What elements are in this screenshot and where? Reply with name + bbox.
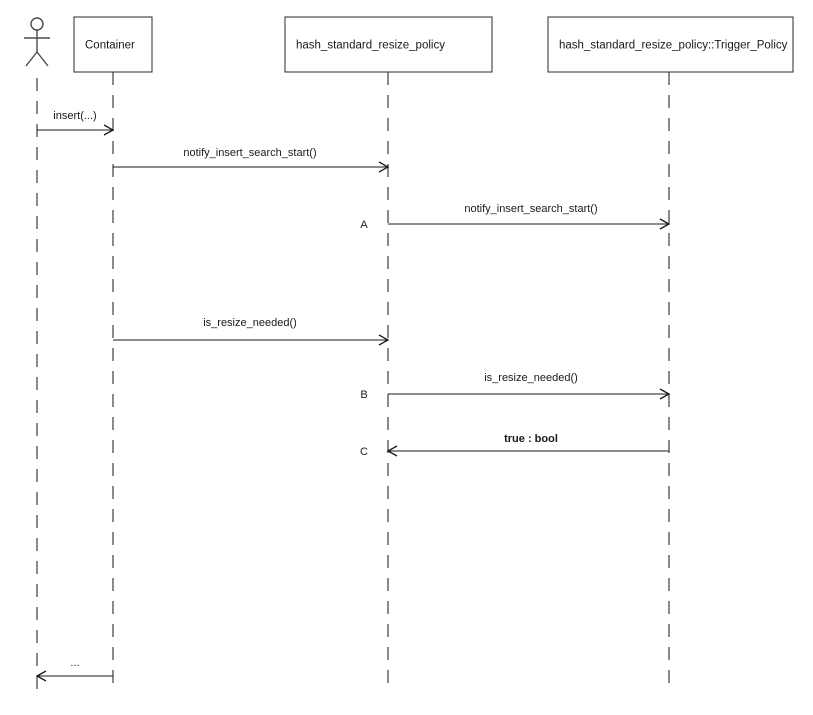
participant-boxes-layer: Container hash_standard_resize_policy hash… <box>73 16 794 73</box>
message-arrowhead-m6 <box>386 445 398 457</box>
message-m4[interactable]: is_resize_needed() <box>113 317 390 346</box>
message-marker-m5: B <box>360 389 367 401</box>
participant-label-container: Container <box>85 40 135 52</box>
participant-label-resize_policy: hash_standard_resize_policy <box>296 40 445 52</box>
message-m3[interactable]: notify_insert_search_start() A <box>360 203 671 231</box>
participant-label-trigger_policy: hash_standard_resize_policy::Trigger_Pol… <box>559 40 788 52</box>
participant-box-container[interactable] <box>73 16 153 73</box>
message-label-m2: notify_insert_search_start() <box>183 147 316 159</box>
message-arrowhead-m2 <box>378 161 390 173</box>
message-m7[interactable]: ... <box>35 657 113 682</box>
message-label-m4: is_resize_needed() <box>203 317 297 329</box>
message-arrowhead-m1 <box>103 124 115 136</box>
message-m2[interactable]: notify_insert_search_start() <box>113 147 390 173</box>
message-arrowhead-m5 <box>659 388 671 400</box>
actor-figure <box>24 17 50 67</box>
message-arrowhead-m7 <box>35 670 47 682</box>
message-m5[interactable]: is_resize_needed() B <box>360 372 671 401</box>
participant-resize_policy[interactable]: hash_standard_resize_policy <box>284 16 493 73</box>
participant-box-trigger_policy[interactable] <box>547 16 794 73</box>
message-marker-m3: A <box>360 219 368 231</box>
message-arrowhead-m4 <box>378 334 390 346</box>
lifelines-layer <box>36 72 670 690</box>
participant-box-resize_policy[interactable] <box>284 16 493 73</box>
actor-leg-left-icon <box>25 51 38 67</box>
participant-container[interactable]: Container <box>73 16 153 73</box>
message-label-m5: is_resize_needed() <box>484 372 578 384</box>
message-label-m1: insert(...) <box>53 110 96 122</box>
messages-layer: insert(...)notify_insert_search_start()n… <box>35 110 671 682</box>
actor-leg-right-icon <box>36 51 49 67</box>
message-arrowhead-m3 <box>659 218 671 230</box>
message-label-m3: notify_insert_search_start() <box>464 203 597 215</box>
participant-trigger_policy[interactable]: hash_standard_resize_policy::Trigger_Pol… <box>547 16 794 73</box>
message-m1[interactable]: insert(...) <box>37 110 115 136</box>
message-label-m6: true : bool <box>504 433 558 445</box>
message-label-m7: ... <box>70 657 79 669</box>
actor-head-icon <box>30 17 44 31</box>
message-marker-m6: C <box>360 446 368 458</box>
